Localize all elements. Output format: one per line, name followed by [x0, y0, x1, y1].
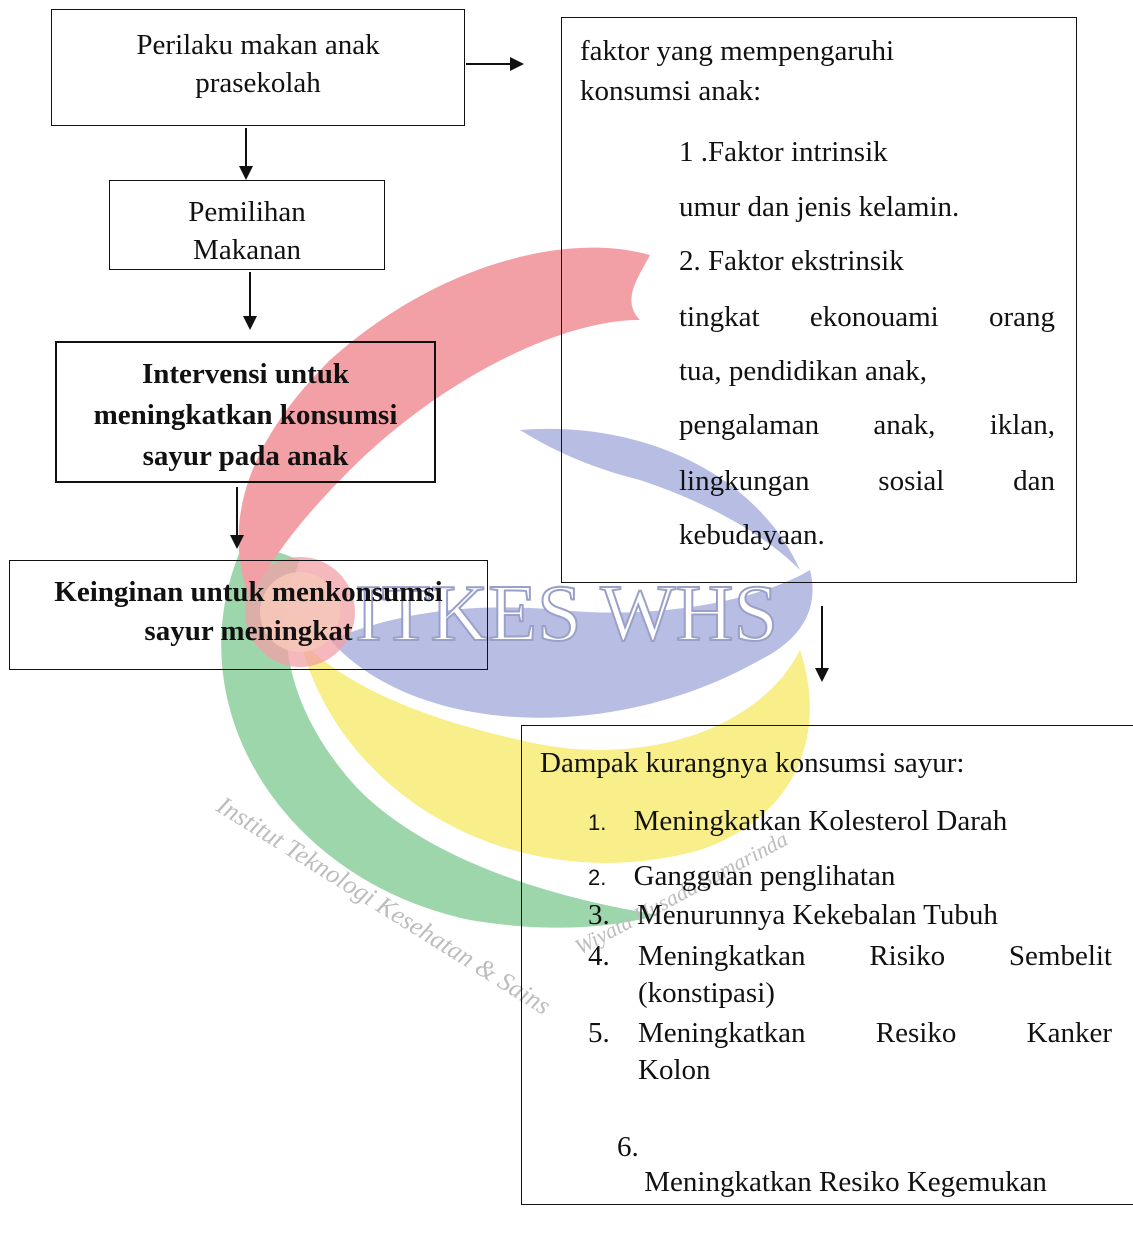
- box-faktor: faktor yang mempengaruhi konsumsi anak: …: [561, 17, 1077, 583]
- item-text: Menurunnya Kekebalan Tubuh: [637, 899, 998, 931]
- faktor-ekstrinsik-row-5: kebudayaan.: [679, 519, 825, 551]
- dampak-item-4-cont: (konstipasi): [638, 977, 775, 1009]
- word: pengalaman: [679, 409, 820, 441]
- item-number: 2.: [588, 865, 607, 890]
- word: Meningkatkan: [638, 1017, 806, 1049]
- word: anak,: [873, 409, 936, 441]
- watermark-blue-arc: [330, 570, 813, 718]
- faktor-ekstrinsik-row-2: tua, pendidikan anak,: [679, 355, 928, 387]
- box-dampak: Dampak kurangnya konsumsi sayur: 1. Meni…: [521, 725, 1133, 1205]
- word: Meningkatkan: [638, 940, 806, 972]
- box4-line1: Keinginan untuk menkonsumsi: [54, 576, 443, 608]
- arrow-to-intervensi: [243, 272, 257, 330]
- item-number: 6.: [617, 1130, 639, 1163]
- word: Risiko: [869, 940, 946, 972]
- box-keinginan: Keinginan untuk menkonsumsi sayur mening…: [9, 560, 488, 670]
- word: Sembelit: [1008, 940, 1112, 972]
- box3-line2: meningkatkan konsumsi: [93, 399, 398, 431]
- faktor-title-line2: konsumsi anak:: [580, 75, 762, 107]
- dampak-item-4-text: Meningkatkan Risiko Sembelit: [638, 939, 1112, 974]
- word: iklan,: [989, 409, 1055, 441]
- watermark-yellow-arc: [300, 640, 810, 863]
- dampak-title: Dampak kurangnya konsumsi sayur:: [540, 747, 965, 779]
- item-text: Gangguan penglihatan: [633, 860, 896, 892]
- dampak-item-6: 6. Meningkatkan Resiko Kegemukan: [588, 1095, 1047, 1234]
- dampak-item-1: 1. Meningkatkan Kolesterol Darah: [588, 804, 1007, 839]
- arrow-to-pemilihan: [239, 128, 253, 180]
- dampak-item-5: 5.: [588, 1016, 610, 1051]
- word: sosial: [878, 465, 945, 497]
- item-text: Meningkatkan Kolesterol Darah: [633, 805, 1008, 837]
- watermark-logo: ITKES WHS Institut Teknologi Kesehatan &…: [211, 247, 813, 1020]
- word: orang: [988, 301, 1055, 333]
- watermark-title: ITKES WHS: [355, 570, 778, 658]
- dampak-item-4: 4.: [588, 939, 610, 974]
- item-number: 5.: [588, 1017, 610, 1049]
- box2-line2: Makanan: [193, 234, 301, 266]
- box2-line1: Pemilihan: [188, 196, 306, 228]
- word: ekonouami: [809, 301, 939, 333]
- word: tingkat: [679, 301, 760, 333]
- word: dan: [1013, 465, 1055, 497]
- arrow-to-dampak: [815, 606, 829, 682]
- faktor-intrinsik-detail: umur dan jenis kelamin.: [679, 191, 960, 223]
- dampak-item-5-text: Meningkatkan Resiko Kanker: [638, 1016, 1112, 1051]
- watermark-green-arc: [221, 540, 661, 928]
- dampak-item-5-cont: Kolon: [638, 1054, 711, 1086]
- word: Resiko: [875, 1017, 957, 1049]
- box1-line2: prasekolah: [195, 67, 321, 99]
- faktor-ekstrinsik-heading: 2. Faktor ekstrinsik: [679, 245, 904, 277]
- box3-line3: sayur pada anak: [142, 440, 349, 472]
- dampak-item-2: 2. Gangguan penglihatan: [588, 859, 895, 894]
- watermark-red-arc: [238, 247, 650, 600]
- faktor-intrinsik-heading: 1 .Faktor intrinsik: [679, 136, 888, 168]
- faktor-ekstrinsik-row-3: pengalaman anak, iklan,: [679, 408, 1055, 443]
- item-number: 3.: [588, 899, 610, 931]
- box4-line2: sayur meningkat: [144, 615, 353, 647]
- item-text: Meningkatkan Resiko Kegemukan: [637, 1165, 1047, 1198]
- box-pemilihan-makanan: Pemilihan Makanan: [109, 180, 385, 270]
- arrow-to-factors: [466, 57, 524, 71]
- faktor-ekstrinsik-row-1: tingkat ekonouami orang: [679, 300, 1055, 335]
- arrow-to-keinginan: [230, 487, 244, 549]
- item-number: 4.: [588, 940, 610, 972]
- faktor-title-line1: faktor yang mempengaruhi: [580, 35, 895, 67]
- box1-line1: Perilaku makan anak: [136, 29, 380, 61]
- item-number: 1.: [588, 810, 607, 835]
- box-intervensi: Intervensi untuk meningkatkan konsumsi s…: [55, 341, 436, 483]
- word: lingkungan: [679, 465, 810, 497]
- dampak-item-3: 3. Menurunnya Kekebalan Tubuh: [588, 898, 998, 933]
- box-perilaku-makan: Perilaku makan anak prasekolah: [51, 9, 465, 126]
- faktor-ekstrinsik-row-4: lingkungan sosial dan: [679, 464, 1055, 499]
- watermark-blue-swoosh: [520, 428, 800, 570]
- box3-line1: Intervensi untuk: [141, 358, 350, 390]
- word: Kanker: [1026, 1017, 1112, 1049]
